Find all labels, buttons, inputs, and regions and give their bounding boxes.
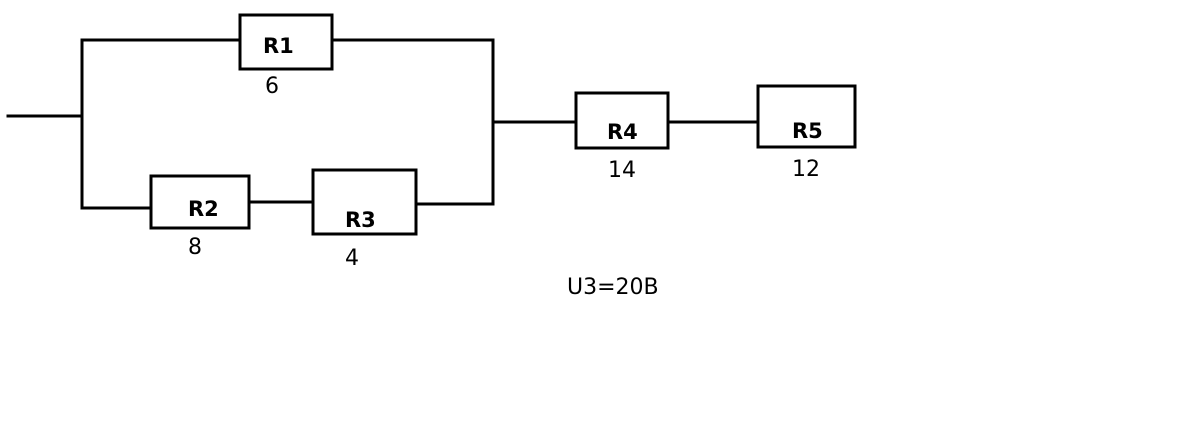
r4-body [574, 91, 670, 150]
r4-label: R4 [607, 120, 638, 144]
r3-body [311, 168, 418, 236]
r5-body [756, 84, 857, 149]
resistor-r4: R4 14 [574, 91, 670, 183]
resistor-r5: R5 12 [756, 84, 857, 182]
resistor-r1: R1 6 [238, 13, 334, 99]
r2-body [149, 174, 251, 230]
resistor-r3: R3 4 [311, 168, 418, 271]
r1-value: 6 [265, 74, 279, 99]
r2-value: 8 [188, 235, 202, 260]
r2-label: R2 [188, 197, 219, 221]
given-voltage-text: U3=20B [567, 275, 659, 300]
r1-body [238, 13, 334, 71]
r4-value: 14 [608, 158, 636, 183]
r1-label: R1 [263, 34, 294, 58]
r3-label: R3 [345, 208, 376, 232]
resistor-r2: R2 8 [149, 174, 251, 260]
r5-label: R5 [792, 119, 823, 143]
r5-value: 12 [792, 157, 820, 182]
r3-value: 4 [345, 246, 359, 271]
wires [6, 38, 760, 210]
